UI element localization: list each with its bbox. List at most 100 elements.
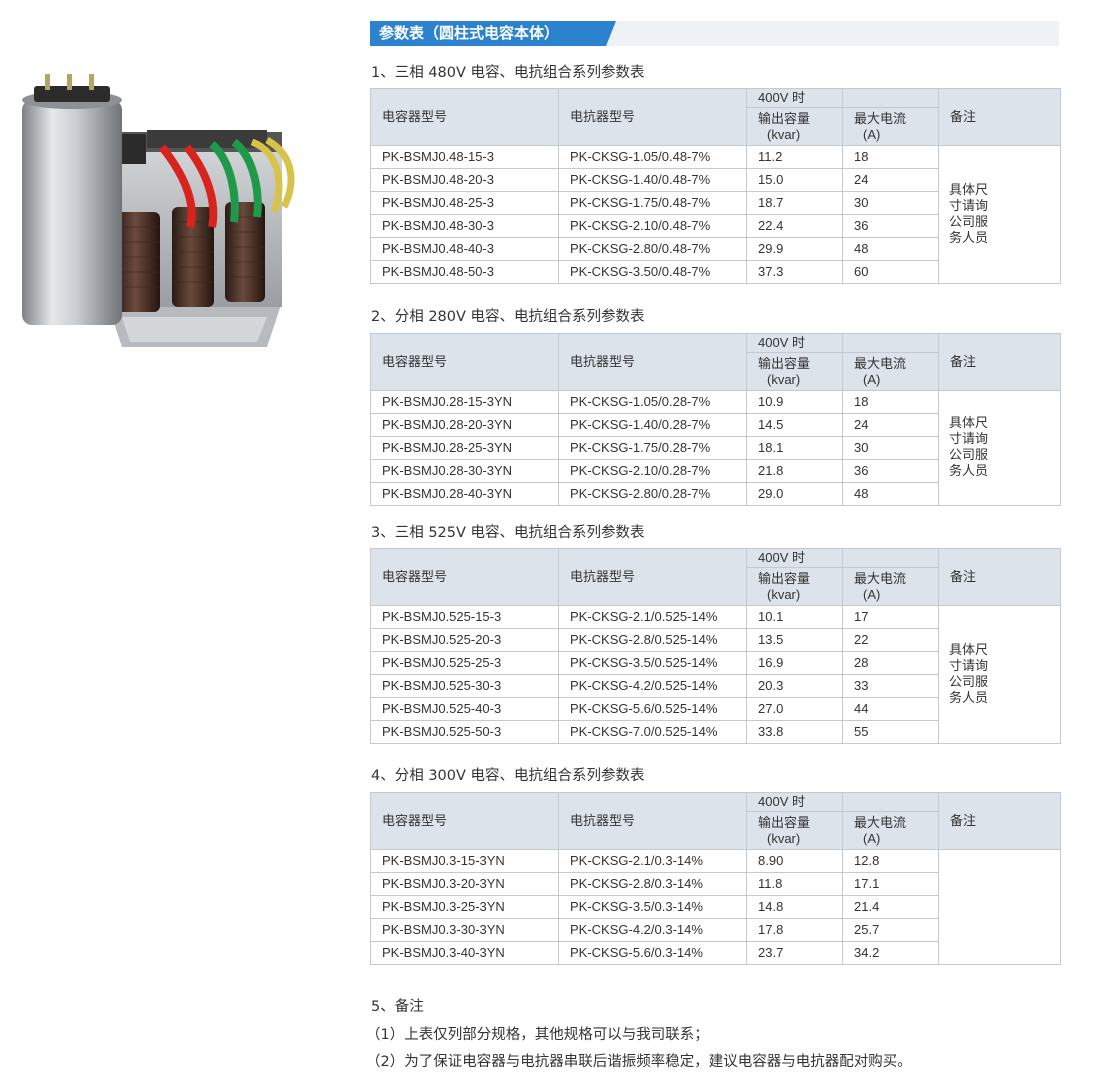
table-1-title: 1、三相 480V 电容、电抗组合系列参数表 [371,65,645,81]
cell-amp: 30 [842,436,939,460]
cell-cap: PK-BSMJ0.525-40-3 [370,697,559,721]
cell-kvar: 10.9 [746,390,843,414]
output-unit: (kvar) [767,126,801,142]
cell-cap: PK-BSMJ0.525-30-3 [370,674,559,698]
cell-reactor: PK-CKSG-2.1/0.525-14% [558,605,747,629]
col-header-remark: 备注 [938,548,1061,606]
cell-kvar: 22.4 [746,214,843,238]
header-bar: 参数表（圆柱式电容本体） [370,21,1059,46]
cell-kvar: 11.2 [746,145,843,169]
cell-amp: 24 [842,168,939,192]
col-header-output: 输出容量(kvar) [746,352,843,391]
cell-reactor: PK-CKSG-1.05/0.48-7% [558,145,747,169]
table-3-title: 3、三相 525V 电容、电抗组合系列参数表 [371,525,645,541]
col-header-reactor: 电抗器型号 [558,333,747,391]
cell-kvar: 33.8 [746,720,843,744]
cell-reactor: PK-CKSG-3.5/0.525-14% [558,651,747,675]
cell-reactor: PK-CKSG-3.5/0.3-14% [558,895,747,919]
cell-cap: PK-BSMJ0.3-40-3YN [370,941,559,965]
remark-cell [938,849,1061,965]
remark-cell: 具体尺寸请询公司服务人员 [938,145,1061,284]
cell-kvar: 16.9 [746,651,843,675]
cell-kvar: 15.0 [746,168,843,192]
cell-reactor: PK-CKSG-7.0/0.525-14% [558,720,747,744]
cell-cap: PK-BSMJ0.28-40-3YN [370,482,559,506]
cell-cap: PK-BSMJ0.28-25-3YN [370,436,559,460]
cell-reactor: PK-CKSG-2.80/0.48-7% [558,237,747,261]
cell-reactor: PK-CKSG-5.6/0.525-14% [558,697,747,721]
cell-amp: 44 [842,697,939,721]
cell-reactor: PK-CKSG-3.50/0.48-7% [558,260,747,284]
cell-kvar: 29.0 [746,482,843,506]
output-unit: (kvar) [767,371,801,387]
col-header-current: 最大电流(A) [842,567,939,606]
cell-amp: 36 [842,459,939,483]
cell-cap: PK-BSMJ0.48-15-3 [370,145,559,169]
cell-amp: 55 [842,720,939,744]
output-label: 输出容量 [758,355,811,371]
col-header-voltage: 400V 时 [746,548,843,568]
cell-amp: 34.2 [842,941,939,965]
col-header-reactor: 电抗器型号 [558,792,747,850]
cell-cap: PK-BSMJ0.48-50-3 [370,260,559,284]
col-header-output: 输出容量(kvar) [746,811,843,850]
cell-kvar: 29.9 [746,237,843,261]
cell-amp: 48 [842,237,939,261]
note-item-2: （2）为了保证电容器与电抗器串联后谐振频率稳定，建议电容器与电抗器配对购买。 [366,1054,912,1070]
current-label: 最大电流 [854,355,907,371]
cell-amp: 17.1 [842,872,939,896]
page-title: 参数表（圆柱式电容本体） [370,21,616,46]
col-header-output: 输出容量(kvar) [746,107,843,146]
cell-amp: 18 [842,390,939,414]
cell-cap: PK-BSMJ0.48-40-3 [370,237,559,261]
current-label: 最大电流 [854,814,907,830]
cell-amp: 33 [842,674,939,698]
cell-cap: PK-BSMJ0.48-30-3 [370,214,559,238]
cell-reactor: PK-CKSG-2.8/0.3-14% [558,872,747,896]
cell-reactor: PK-CKSG-5.6/0.3-14% [558,941,747,965]
cell-cap: PK-BSMJ0.3-20-3YN [370,872,559,896]
cell-reactor: PK-CKSG-4.2/0.3-14% [558,918,747,942]
col-header-reactor: 电抗器型号 [558,548,747,606]
cell-cap: PK-BSMJ0.3-25-3YN [370,895,559,919]
col-header-remark: 备注 [938,792,1061,850]
cell-kvar: 27.0 [746,697,843,721]
notes-title: 5、备注 [371,999,424,1015]
col-header-reactor: 电抗器型号 [558,88,747,146]
cell-cap: PK-BSMJ0.525-25-3 [370,651,559,675]
col-header-blank [842,333,939,353]
remark-cell: 具体尺寸请询公司服务人员 [938,605,1061,744]
table-2-title: 2、分相 280V 电容、电抗组合系列参数表 [371,309,645,325]
cell-kvar: 21.8 [746,459,843,483]
cell-amp: 36 [842,214,939,238]
cell-amp: 48 [842,482,939,506]
col-header-capacitor: 电容器型号 [370,792,559,850]
col-header-capacitor: 电容器型号 [370,88,559,146]
col-header-current: 最大电流(A) [842,352,939,391]
col-header-current: 最大电流(A) [842,811,939,850]
cell-amp: 25.7 [842,918,939,942]
cell-cap: PK-BSMJ0.28-20-3YN [370,413,559,437]
col-header-remark: 备注 [938,333,1061,391]
col-header-blank [842,548,939,568]
current-unit: (A) [863,830,881,846]
cell-cap: PK-BSMJ0.48-20-3 [370,168,559,192]
current-unit: (A) [863,586,881,602]
col-header-remark: 备注 [938,88,1061,146]
cell-kvar: 18.1 [746,436,843,460]
